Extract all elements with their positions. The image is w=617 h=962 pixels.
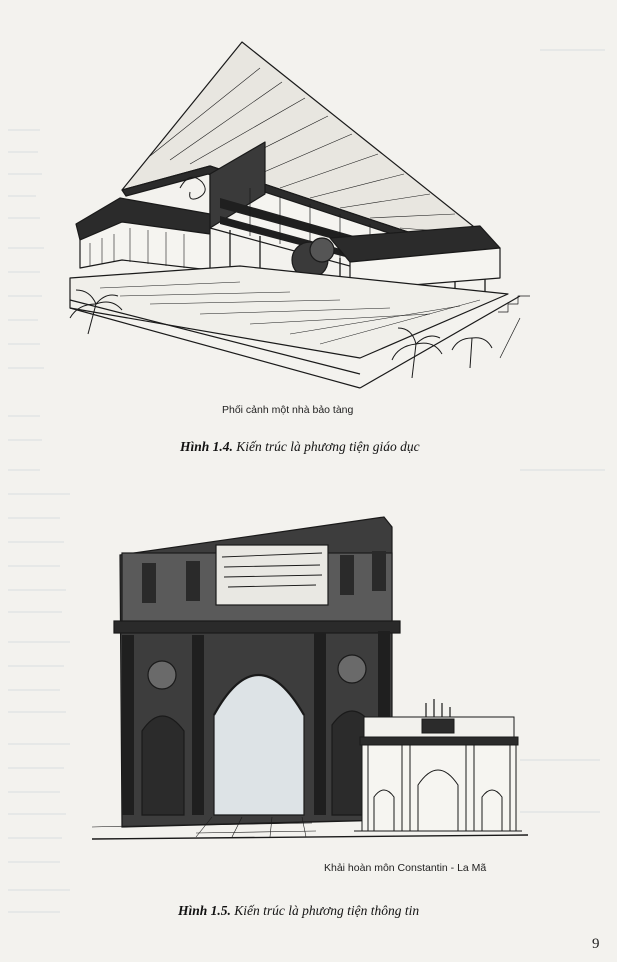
figure-1-4-caption: Hình 1.4. Kiến trúc là phương tiện giáo … bbox=[180, 439, 420, 455]
triumphal-arch-sketch bbox=[92, 516, 528, 840]
figure-1-4-caption-text: Kiến trúc là phương tiện giáo dục bbox=[236, 439, 420, 454]
figure-1-4-label: Hình 1.4. bbox=[180, 439, 233, 454]
figure-1-5-caption-text: Kiến trúc là phương tiện thông tin bbox=[234, 903, 420, 918]
figure-1-5-subcaption: Khải hoàn môn Constantin - La Mã bbox=[324, 862, 487, 874]
figure-1-4-subcaption: Phối cảnh một nhà bảo tàng bbox=[222, 404, 354, 416]
figure-1-5-label: Hình 1.5. bbox=[178, 903, 231, 918]
museum-perspective-sketch bbox=[69, 41, 530, 389]
figure-1-5-caption: Hình 1.5. Kiến trúc là phương tiện thông… bbox=[178, 903, 419, 919]
page-number: 9 bbox=[592, 936, 600, 952]
